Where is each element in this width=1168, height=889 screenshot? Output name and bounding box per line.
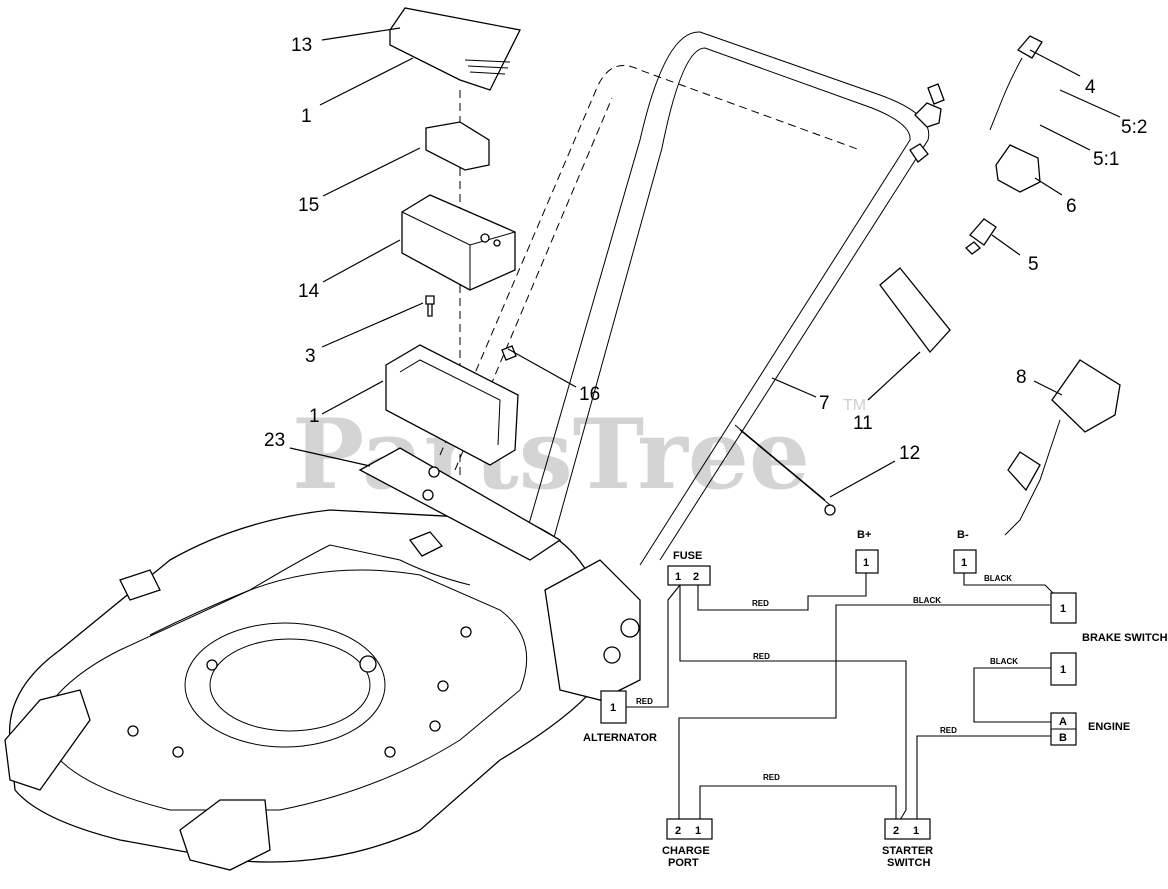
charge-port-pin-1: 1 [695,825,701,837]
callout-1-cover: 1 [301,106,312,127]
cable-tie [734,424,836,516]
charge-port-pin-2: 2 [675,825,681,837]
wire-label-chargeport-starter: RED [763,773,780,782]
battery [401,194,516,291]
watermark-text: PartsTree [292,398,810,511]
callout-numbers: 13 1 15 14 3 1 16 23 4 5:2 5:1 6 5 7 11 … [264,35,1147,464]
brake-switch-connector: 1 BRAKE SWITCH [1050,592,1168,644]
starter-switch-label-1: STARTER [882,845,933,857]
callout-13: 13 [291,35,312,56]
starter-switch-pin-1: 1 [913,825,919,837]
starter-switch-pin-2: 2 [893,825,899,837]
callout-8: 8 [1016,367,1027,388]
wire-label-alternator: RED [636,697,653,706]
battery-pad [425,121,490,171]
b-plus-pin: 1 [863,557,869,569]
b-minus-connector: B- 1 [953,529,977,574]
wire-label-brake-chargeport: BLACK [913,596,941,605]
decal-sheet [879,267,951,354]
callout-14: 14 [298,281,320,302]
battery-cover [389,7,521,91]
alternator-pin: 1 [610,702,616,714]
callout-6: 6 [1066,196,1077,217]
callout-16: 16 [579,384,600,405]
charger-port-part [995,144,1041,193]
charge-connector [965,218,997,255]
b-minus-pin: 1 [961,557,967,569]
battery-tray [385,344,519,466]
fuse-label: FUSE [673,550,702,562]
engine-connector: 1 A B ENGINE [1050,652,1130,746]
brake-switch-pin: 1 [1060,603,1066,615]
charger-plug [989,35,1043,131]
wire-label-fuse-bplus: RED [752,599,769,608]
wire-label-fuse-starter: RED [753,652,770,661]
callout-3: 3 [305,346,316,367]
charge-port-label-2: PORT [668,857,699,869]
engine-pin-a: A [1059,716,1067,728]
mower-deck [4,509,641,871]
callout-23: 23 [264,430,285,451]
callout-leaders [289,27,1121,498]
starter-switch-label-2: SWITCH [887,857,930,869]
engine-pin-1: 1 [1060,664,1066,676]
callout-4: 4 [1085,77,1096,98]
battery-charger [1004,359,1121,536]
callout-12: 12 [899,443,920,464]
callout-5-1: 5:1 [1093,149,1119,170]
charge-port-label-1: CHARGE [662,845,710,857]
callout-5: 5 [1028,254,1039,275]
callout-11: 11 [853,413,873,434]
wire-label-engine-loop: BLACK [990,657,1018,666]
callout-5-2: 5:2 [1121,117,1147,138]
b-minus-label: B- [957,529,969,541]
wire-label-bminus-brake: BLACK [984,574,1012,583]
fuse-holder [501,345,517,361]
schematic-wires [626,573,1057,821]
wiring-schematic: RED BLACK BLACK RED RED BLACK RED RED FU… [583,529,1168,869]
engine-label: ENGINE [1088,721,1130,733]
brake-switch-label: BRAKE SWITCH [1082,632,1168,644]
callout-7: 7 [819,393,830,414]
bracket-assembly [358,447,562,561]
starter-switch-connector: 2 1 STARTER SWITCH [882,818,933,869]
b-plus-label: B+ [857,529,871,541]
callout-1-tray: 1 [309,406,320,427]
screw [425,295,435,317]
watermark-trademark: TM [843,397,866,414]
fuse-connector: FUSE 1 2 [667,550,711,586]
engine-pin-b: B [1059,732,1067,744]
wire-label-engine-starter: RED [940,726,957,735]
callout-15: 15 [298,195,319,216]
fuse-pin-2: 2 [693,571,699,583]
alternator-label: ALTERNATOR [583,732,657,744]
b-plus-connector: B+ 1 [855,529,879,574]
fuse-pin-1: 1 [675,571,681,583]
charge-port-connector: 2 1 CHARGE PORT [662,818,713,869]
alternator-connector: 1 ALTERNATOR [583,690,657,744]
